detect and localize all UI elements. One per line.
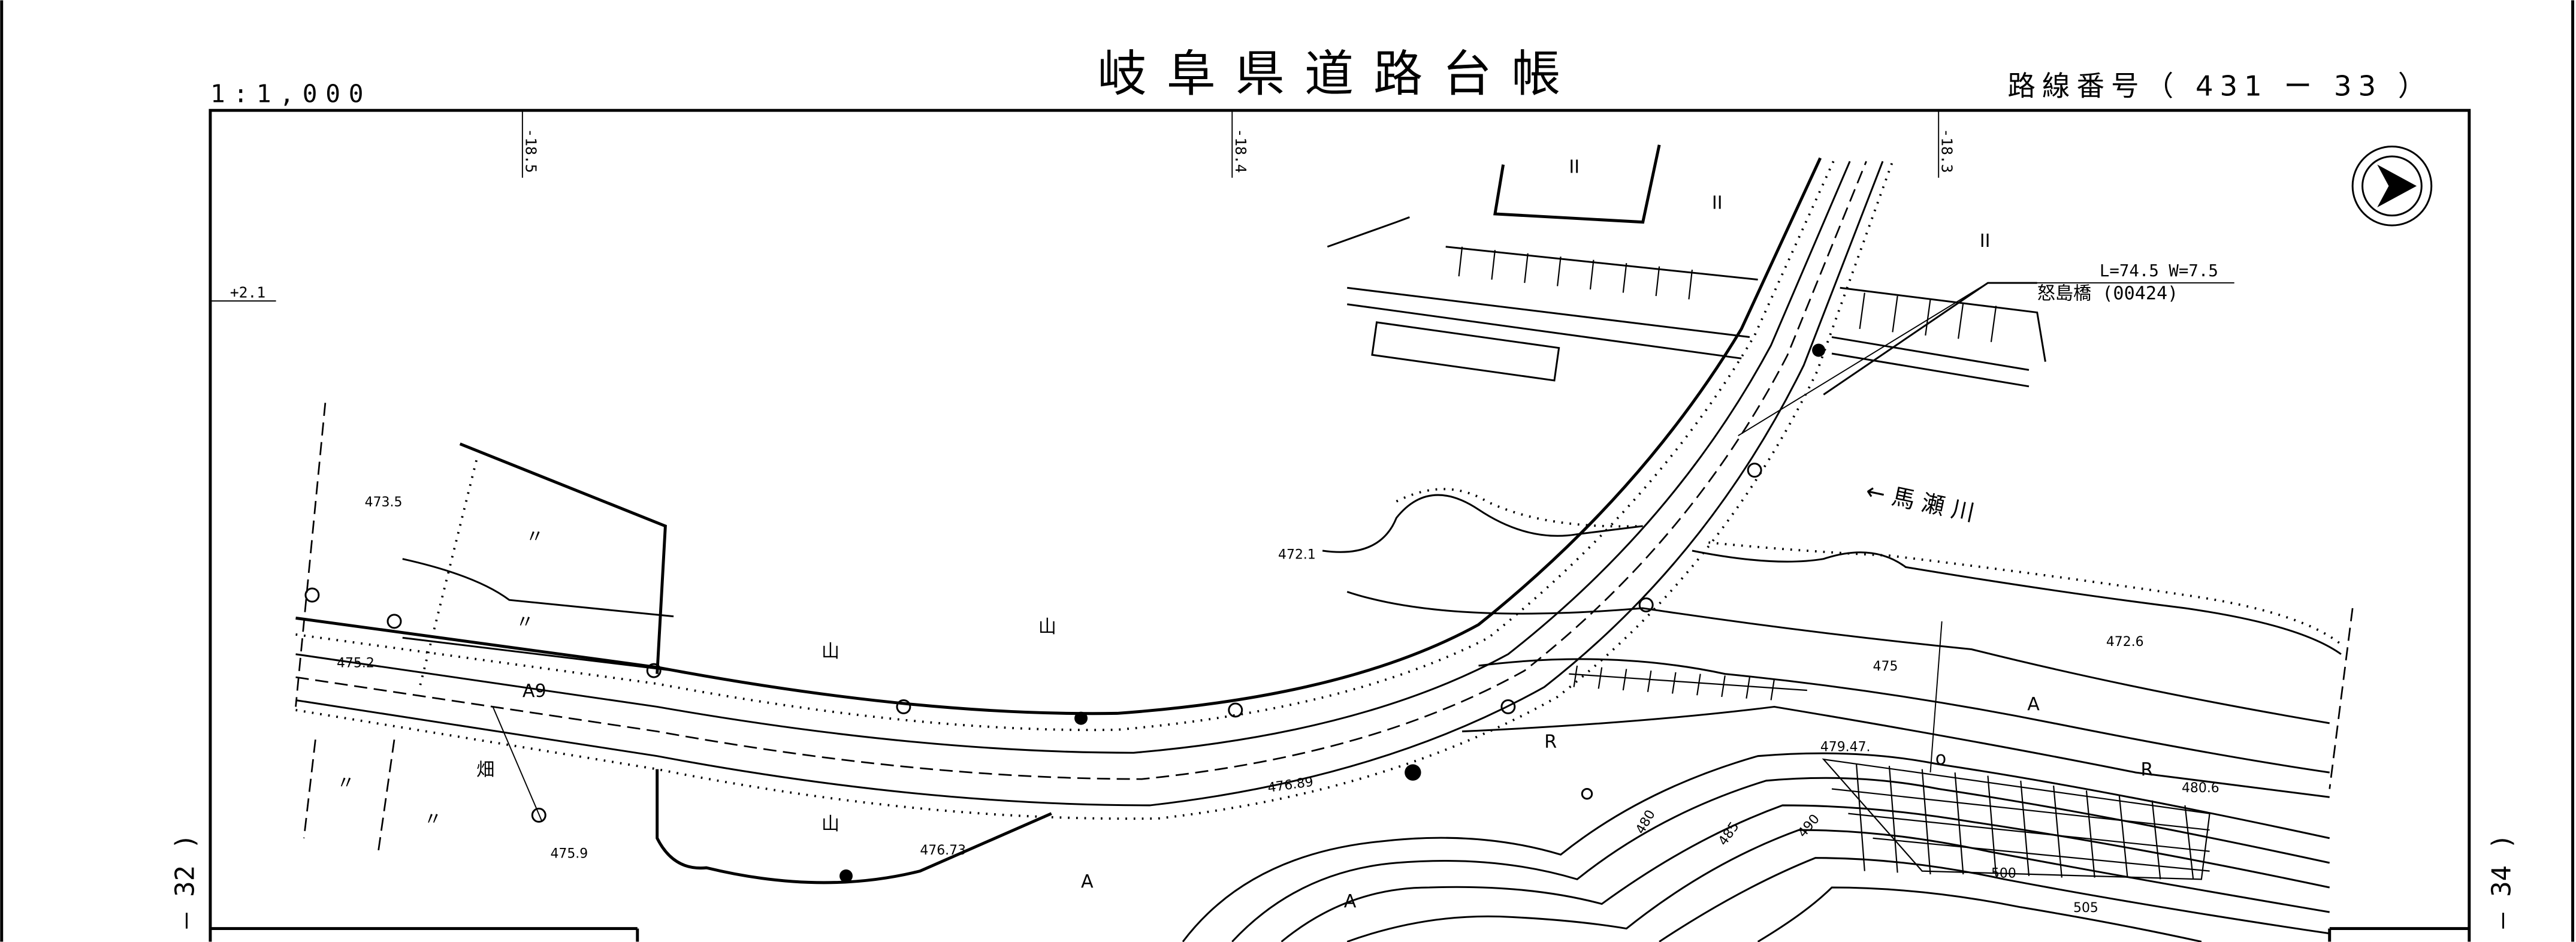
- bridge-leader-line: [1738, 282, 2234, 436]
- svg-text:〃: 〃: [526, 526, 543, 547]
- svg-text:472.6: 472.6: [2106, 635, 2144, 650]
- svg-text:-18.5: -18.5: [522, 128, 539, 173]
- contour-labels: 480 485 490 500 505: [1633, 808, 2098, 916]
- svg-text:476.73: 476.73: [920, 843, 966, 858]
- svg-text:472.1: 472.1: [1278, 548, 1316, 563]
- svg-text:II: II: [1712, 193, 1723, 214]
- svg-text:o: o: [1935, 748, 1946, 769]
- elevation-labels: 473.5 475.2 472.1 476.89 476.73 479.47. …: [337, 495, 2219, 862]
- parcels: [295, 343, 1826, 883]
- svg-text:-18.4: -18.4: [1232, 128, 1249, 173]
- north-arrow-icon: [2351, 146, 2433, 227]
- adjacent-sheet-left: — 32 ): [170, 834, 201, 928]
- svg-text:476.89: 476.89: [1267, 775, 1314, 796]
- svg-text:500: 500: [1991, 866, 2016, 881]
- svg-text:山: 山: [822, 641, 839, 662]
- page-title: 岐阜県道路台帳: [1097, 46, 1580, 102]
- road: [295, 157, 1894, 884]
- svg-text:II: II: [1980, 231, 1991, 252]
- svg-text:475.2: 475.2: [337, 656, 375, 671]
- svg-text:〃: 〃: [337, 773, 355, 794]
- route-number: 路線番号（ 431 ー 33 ）: [2007, 70, 2432, 102]
- svg-text:505: 505: [2073, 901, 2098, 916]
- svg-text:R: R: [1544, 732, 1557, 753]
- svg-text:R: R: [2140, 760, 2153, 781]
- svg-text:480: 480: [1633, 808, 1659, 837]
- svg-text:+2.1: +2.1: [230, 284, 265, 301]
- svg-text:A: A: [2027, 694, 2040, 715]
- map-frame: [209, 108, 2471, 942]
- svg-text:山: 山: [822, 814, 839, 835]
- offset-marks: -18.5 -18.4 -18.3 +2.1: [210, 110, 1956, 302]
- svg-text:A: A: [1081, 871, 1094, 892]
- svg-text:〃: 〃: [516, 612, 534, 633]
- svg-text:480.6: 480.6: [2182, 781, 2219, 796]
- scale-label: 1:1,000: [210, 79, 372, 108]
- river-label: ← 馬 瀬 川: [1864, 478, 1977, 527]
- contours: [1182, 752, 2330, 942]
- svg-text:〃: 〃: [424, 809, 442, 830]
- svg-text:II: II: [1569, 156, 1580, 177]
- bridge-name: 怒島橋 (00424): [2037, 283, 2179, 304]
- river: [1322, 488, 2354, 798]
- buildings: [1327, 144, 2046, 395]
- svg-text:490: 490: [1795, 812, 1823, 841]
- svg-text:473.5: 473.5: [365, 495, 403, 510]
- land-use-marks: II II II 〃 〃 〃 山 山 山 畑 〃 A9 A A A o R R: [337, 156, 2153, 912]
- svg-text:479.47.: 479.47.: [1820, 739, 1871, 754]
- adjacent-sheet-right: — 34 ): [2486, 834, 2517, 928]
- svg-text:A: A: [1344, 891, 1357, 912]
- svg-text:山: 山: [1038, 617, 1056, 638]
- svg-text:475: 475: [1873, 659, 1898, 674]
- svg-text:A9: A9: [523, 681, 546, 702]
- svg-text:畑: 畑: [476, 760, 494, 781]
- svg-text:475.9: 475.9: [550, 847, 588, 862]
- bridge-dimensions: L=74.5 W=7.5: [2100, 262, 2218, 280]
- svg-text:-18.3: -18.3: [1938, 128, 1956, 173]
